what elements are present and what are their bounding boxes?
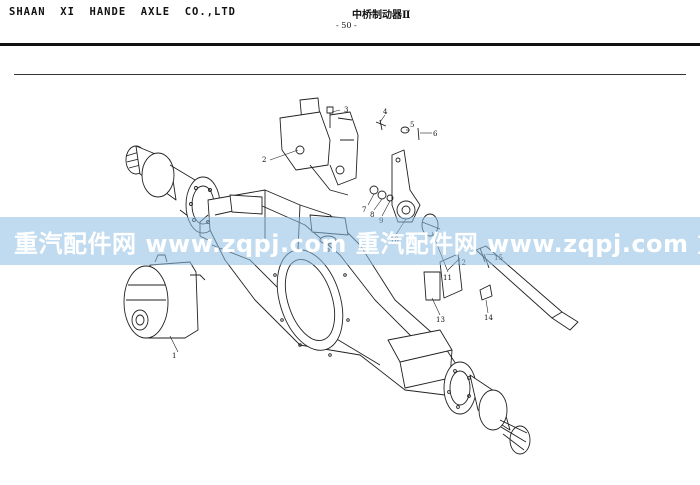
right-hub: [443, 361, 531, 455]
camshaft-bracket: [423, 253, 463, 301]
slack-adjuster: [391, 149, 421, 223]
callout-6: 6: [433, 130, 438, 138]
header-rule: [0, 43, 700, 46]
callout-11: 11: [443, 274, 452, 282]
callout-1: 1: [172, 352, 176, 360]
bolt-3: [326, 106, 334, 128]
callout-4: 4: [383, 108, 388, 116]
watermark-text: 重汽配件网 www.zqpj.com 重汽配件网 www.zqpj.com 重: [14, 230, 700, 258]
callout-13: 13: [436, 316, 445, 324]
watermark-band: [0, 217, 700, 265]
grease-fitting: [479, 284, 493, 301]
brake-bracket: [279, 97, 359, 196]
company-name: SHAAN XI HANDE AXLE CO.,LTD: [9, 6, 236, 18]
callout-3: 3: [344, 106, 348, 114]
callout-2: 2: [262, 156, 266, 164]
callout-8: 8: [370, 211, 374, 219]
callout-14: 14: [484, 314, 493, 322]
brake-chamber: [123, 254, 206, 339]
page-title: 中桥制动器Ⅱ: [352, 10, 411, 21]
right-mount-plate: [387, 329, 453, 389]
content-rule: [14, 74, 686, 75]
callout-7: 7: [362, 206, 366, 214]
page-number: - 50 -: [336, 21, 357, 30]
callout-5: 5: [410, 121, 414, 129]
